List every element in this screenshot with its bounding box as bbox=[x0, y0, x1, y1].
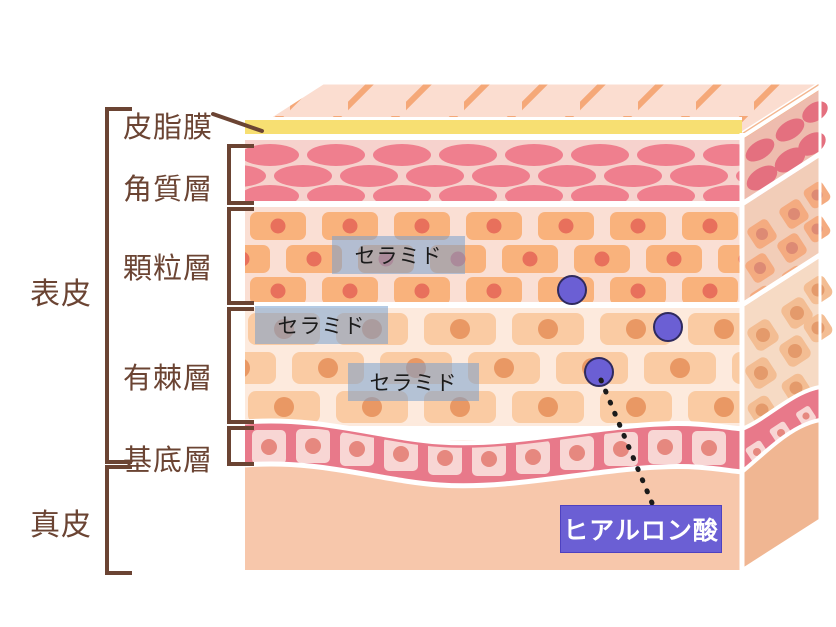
bracket-group bbox=[105, 107, 254, 575]
spinous-layer bbox=[245, 308, 742, 426]
group-label-epidermis: 表皮 bbox=[30, 277, 92, 312]
layer-label-sebum-film: 皮脂膜 bbox=[123, 110, 214, 144]
ceramide-callout-3: セラミド bbox=[348, 363, 479, 401]
group-label-dermis: 真皮 bbox=[30, 508, 92, 543]
stratum-corneum-layer bbox=[245, 140, 742, 207]
bracket-granular bbox=[227, 207, 254, 305]
ceramide-label: セラミド bbox=[354, 244, 443, 268]
hyaluronic-molecule bbox=[584, 357, 614, 387]
hyaluronic-molecules bbox=[557, 275, 683, 387]
ceramide-callout-2: セラミド bbox=[255, 306, 388, 344]
bracket-dermis bbox=[105, 465, 132, 575]
hyaluronic-molecule bbox=[557, 275, 587, 305]
hyaluronic-molecule bbox=[653, 312, 683, 342]
sebum-film-leader-line bbox=[211, 112, 264, 133]
basal-layer bbox=[244, 418, 743, 489]
hyaluronic-acid-label: ヒアルロン酸 bbox=[563, 516, 719, 545]
ceramide-label: セラミド bbox=[277, 314, 366, 338]
bracket-epidermis bbox=[105, 107, 132, 464]
layer-label-stratum-corneum: 角質層 bbox=[123, 172, 214, 206]
bracket-stratum-corneum bbox=[227, 144, 254, 205]
layer-label-granular: 顆粒層 bbox=[123, 251, 214, 285]
block-right-face bbox=[739, 83, 833, 572]
bracket-basal bbox=[227, 426, 254, 466]
ceramide-label: セラミド bbox=[369, 371, 458, 395]
hyaluronic-acid-callout: ヒアルロン酸 bbox=[560, 505, 722, 553]
granular-layer bbox=[245, 207, 742, 308]
hyaluronic-leader-line bbox=[598, 377, 655, 506]
layer-label-basal: 基底層 bbox=[123, 443, 214, 477]
ceramide-callout-1: セラミド bbox=[332, 236, 465, 274]
bracket-spinous bbox=[227, 307, 254, 424]
layer-label-spinous: 有棘層 bbox=[123, 361, 214, 395]
